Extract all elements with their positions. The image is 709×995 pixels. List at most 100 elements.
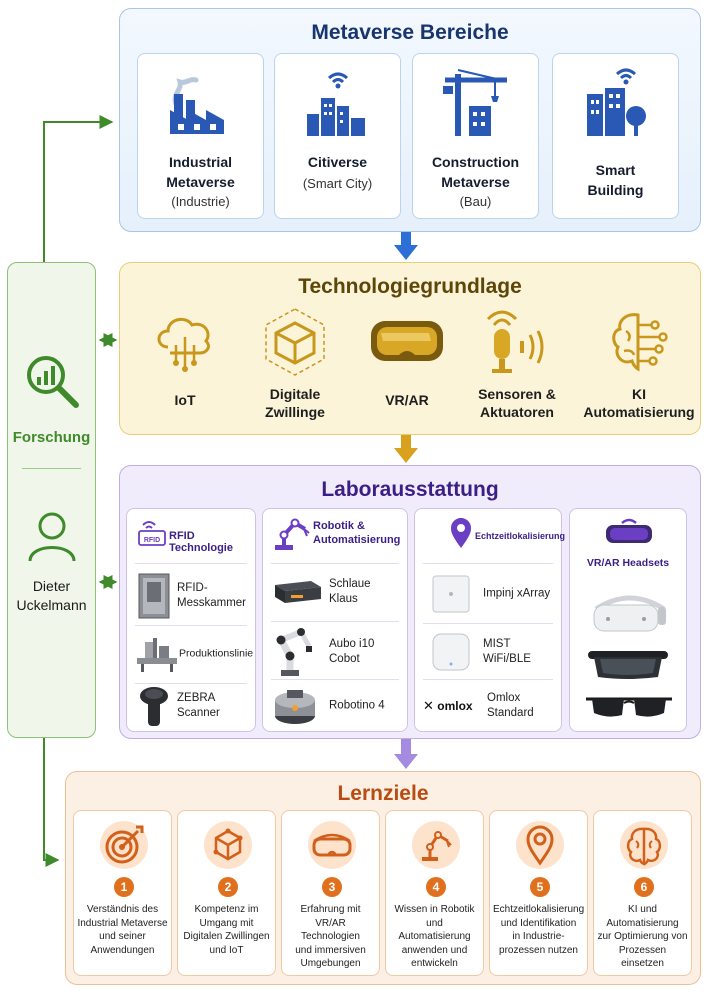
tech-label: IoT xyxy=(174,392,196,408)
tech-item-sensors: Sensoren & Aktuatoren xyxy=(462,307,572,425)
ar-glasses-icon xyxy=(586,697,672,717)
metaverse-card-industrial: Industrial Metaverse (Industrie) xyxy=(137,53,264,219)
cobot-icon xyxy=(276,628,312,676)
lab-item-label: MIST WiFi/BLE xyxy=(483,638,531,665)
learning-goal-number: 3 xyxy=(322,877,342,897)
production-line-icon xyxy=(137,638,177,672)
lab-column-title: Echtzeitlokalisierung xyxy=(475,531,566,541)
smart-building-icon xyxy=(587,68,646,136)
metaverse-card-citiverse: Citiverse (Smart City) xyxy=(274,53,401,219)
metaverse-title: Metaverse Bereiche xyxy=(311,21,509,44)
learning-goal-text: Erfahrung mit VR/AR Technologien und imm… xyxy=(295,904,366,969)
lab-item-aubo-cobot: Aubo i10 Cobot xyxy=(271,623,401,681)
learning-goal-text: Kompetenz im Umgang mit Digitalen Zwilli… xyxy=(183,904,270,956)
lab-item-schlaue-klaus: Schlaue Klaus xyxy=(271,563,401,621)
learning-goal-4: 4 Wissen in Robotik und Automatisierung … xyxy=(385,810,484,976)
metaverse-card-construction: Construction Metaverse (Bau) xyxy=(412,53,539,219)
tech-item-vr-ar: VR/AR xyxy=(352,307,462,425)
arrow-down-gold xyxy=(394,435,418,463)
cloud-iot-icon xyxy=(157,317,210,372)
learning-goal-number: 1 xyxy=(114,877,134,897)
technology-title: Technologiegrundlage xyxy=(298,275,522,298)
tech-label: KI Automatisierung xyxy=(583,386,695,420)
lab-column-title: RFID Technologie xyxy=(169,530,233,554)
arrow-down-blue xyxy=(394,232,418,260)
hololens-icon xyxy=(588,651,668,679)
metaverse-card-name: Construction Metaverse xyxy=(431,154,520,190)
svg-text:RFID: RFID xyxy=(144,537,160,544)
metaverse-card-name: Industrial Metaverse xyxy=(166,154,235,190)
tech-label: Sensoren & Aktuatoren xyxy=(478,386,556,420)
lab-item-label: Schlaue Klaus xyxy=(329,578,371,605)
xarray-icon xyxy=(432,575,470,613)
location-pin-icon xyxy=(451,518,471,548)
learning-goal-3: 3 Erfahrung mit VR/AR Technologien und i… xyxy=(281,810,380,976)
quest-headset-icon xyxy=(593,595,666,632)
crane-icon xyxy=(443,69,507,136)
lab-column-vr-ar: VR/AR Headsets xyxy=(569,508,687,732)
lab-item-label: Robotino 4 xyxy=(329,699,385,712)
lab-column-rfid: RFID RFID Technologie RFID- Messkammer P… xyxy=(126,508,256,732)
metaverse-section: Metaverse Bereiche Industrial Metaverse … xyxy=(119,8,701,232)
learning-goal-number: 4 xyxy=(426,877,446,897)
technology-section: Technologiegrundlage IoT Digitale Zwilli… xyxy=(119,262,701,435)
person-icon xyxy=(28,512,76,562)
lab-item-zebra-scanner: ZEBRA Scanner xyxy=(135,677,249,735)
lab-item-production-line: Produktionslinie xyxy=(135,625,253,683)
vr-headset-icon xyxy=(606,518,652,543)
metaverse-card-smart-building: Smart Building xyxy=(552,53,679,219)
lab-item-label: Aubo i10 Cobot xyxy=(329,638,375,665)
research-sidebar: Forschung Dieter Uckelmann xyxy=(7,262,96,738)
vr-goggles-icon xyxy=(308,821,356,869)
learning-goal-1: 1 Verständnis des Industrial Metaverse u… xyxy=(73,810,172,976)
research-magnifier-icon xyxy=(27,356,79,408)
cube-icon xyxy=(265,308,325,376)
tech-item-ai: KI Automatisierung xyxy=(580,307,698,425)
lab-column-rtls: Echtzeitlokalisierung Impinj xArray MIST… xyxy=(414,508,566,735)
metaverse-card-sub: (Bau) xyxy=(459,194,492,209)
learning-goal-text: Echtzeitlokalisierung und Identifikation… xyxy=(493,904,585,956)
tech-item-digital-twins: Digitale Zwillinge xyxy=(240,307,350,425)
learning-goal-text: Wissen in Robotik und Automatisierung an… xyxy=(394,904,475,969)
tech-label: Digitale Zwillinge xyxy=(265,386,325,420)
brain-icon xyxy=(620,821,668,869)
lab-item-omlox: ✕ omlox Omlox Standard xyxy=(423,677,555,735)
factory-icon xyxy=(170,77,224,134)
research-label: Forschung xyxy=(12,429,91,446)
learning-goal-text: KI und Automatisierung zur Optimierung v… xyxy=(597,904,688,969)
vr-headset-icon xyxy=(371,321,443,361)
learning-goal-number: 2 xyxy=(218,877,238,897)
tech-item-iot: IoT xyxy=(130,307,240,425)
lab-item-impinj: Impinj xArray xyxy=(423,565,555,623)
person-name: Dieter Uckelmann xyxy=(16,578,87,613)
lab-column-robotics: Robotik & Automatisierung Schlaue Klaus xyxy=(262,508,408,732)
metaverse-card-sub: (Smart City) xyxy=(302,176,373,191)
metaverse-card-sub: (Industrie) xyxy=(171,194,230,209)
lab-item-mist: MIST WiFi/BLE xyxy=(423,623,555,681)
learning-section: Lernziele 1 Verständnis des Industrial M… xyxy=(65,771,701,985)
lab-item-label: Produktionslinie xyxy=(179,647,254,660)
robotino-icon xyxy=(275,690,315,724)
learning-goal-text: Verständnis des Industrial Metaverse und… xyxy=(77,904,168,956)
learning-goal-5: 5 Echtzeitlokalisierung und Identifikati… xyxy=(489,810,588,976)
robot-arm-icon xyxy=(412,821,460,869)
chamber-icon xyxy=(138,573,170,619)
sidebar-divider xyxy=(22,468,81,469)
arrow-down-purple xyxy=(394,739,418,769)
learning-title: Lernziele xyxy=(337,782,429,805)
network-cube-icon xyxy=(204,821,252,869)
learning-goal-6: 6 KI und Automatisierung zur Optimierung… xyxy=(593,810,692,976)
omlox-logo: ✕ omlox xyxy=(423,698,473,713)
lab-item-label: Impinj xArray xyxy=(483,587,551,600)
tech-label: VR/AR xyxy=(385,392,429,408)
lab-section: Laborausstattung RFID RFID Technologie R… xyxy=(119,465,701,739)
robot-arm-icon xyxy=(275,518,310,550)
lab-column-title: Robotik & Automatisierung xyxy=(313,520,401,546)
learning-goal-number: 6 xyxy=(634,877,654,897)
target-icon xyxy=(100,821,148,869)
lab-item-label: ZEBRA Scanner xyxy=(177,692,220,719)
lab-item-robotino: Robotino 4 xyxy=(271,677,401,735)
sensor-icon xyxy=(486,310,544,373)
learning-goal-number: 5 xyxy=(530,877,550,897)
